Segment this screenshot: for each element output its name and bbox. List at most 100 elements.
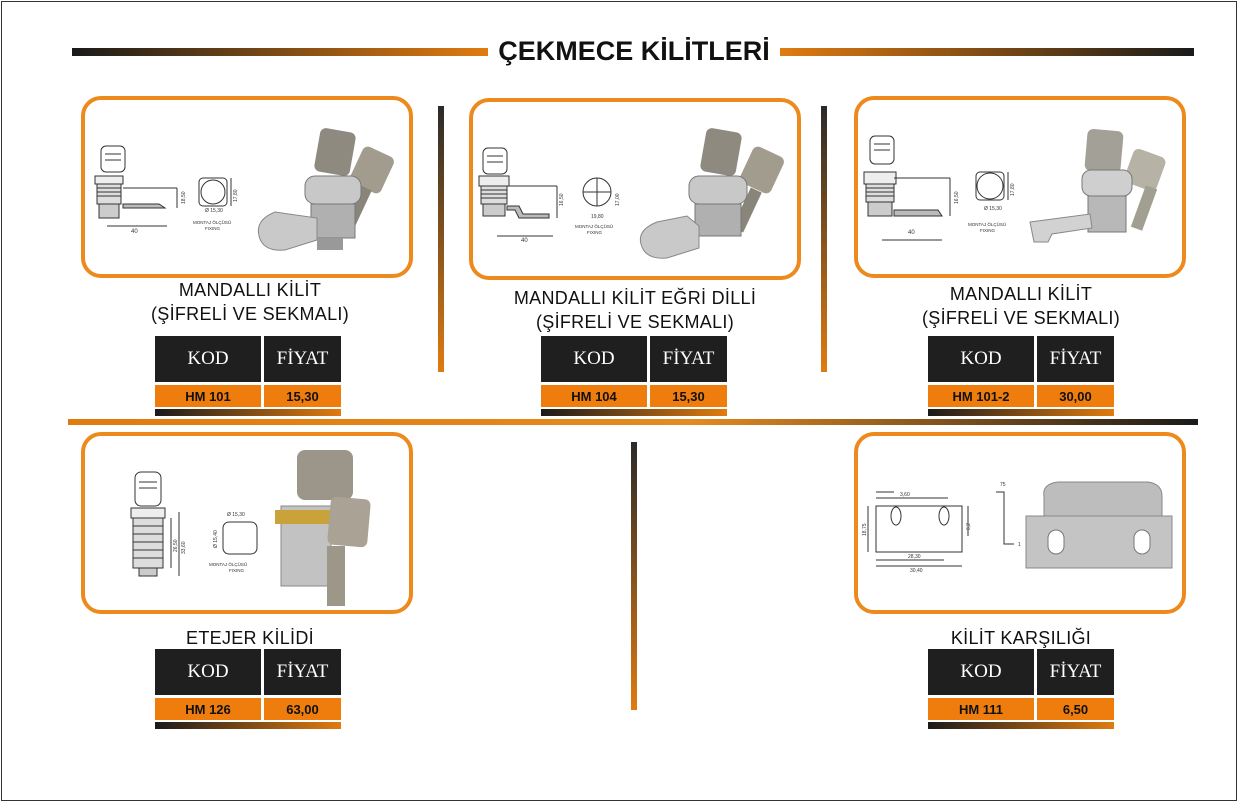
product-drawing-5: 3,60 28,30 30,40 18,75 6,2 75 1 xyxy=(862,481,1173,574)
product-drawing-1: 40 18,50 Ø 15,30 17,80 MONTAJ ÖLÇÜSÜ FIX… xyxy=(94,128,394,251)
shelf-lock-photo xyxy=(275,450,371,606)
svg-text:26,50: 26,50 xyxy=(173,539,179,552)
product-name-2: MANDALLI KİLİT EĞRİ DİLLİ (ŞİFRELİ VE SE… xyxy=(480,286,790,334)
product-name-1: MANDALLI KİLİT (ŞİFRELİ VE SEKMALI) xyxy=(110,278,390,326)
kod-header: KOD xyxy=(541,336,647,382)
table-underline xyxy=(155,409,341,416)
svg-text:Ø 15,30: Ø 15,30 xyxy=(984,206,1002,212)
svg-text:40: 40 xyxy=(521,238,528,244)
kod-header: KOD xyxy=(928,649,1034,695)
product-price: 6,50 xyxy=(1037,698,1114,720)
svg-text:3,60: 3,60 xyxy=(900,492,910,498)
product-price: 15,30 xyxy=(264,385,341,407)
svg-text:40: 40 xyxy=(908,230,915,236)
product-name-line1: MANDALLI KİLİT xyxy=(949,284,1093,304)
technical-drawing-icon xyxy=(867,491,1014,567)
price-table-1: KOD FİYAT HM 101 15,30 xyxy=(155,336,341,416)
svg-text:MONTAJ ÖLÇÜSÜ: MONTAJ ÖLÇÜSÜ xyxy=(209,561,247,567)
svg-text:Ø 15,40: Ø 15,40 xyxy=(213,530,219,548)
svg-text:Ø 15,30: Ø 15,30 xyxy=(227,512,245,518)
product-name-line1: MANDALLI KİLİT EĞRİ DİLLİ xyxy=(513,288,757,308)
fiyat-header: FİYAT xyxy=(264,649,341,695)
svg-text:1: 1 xyxy=(1018,542,1021,548)
svg-text:6,2: 6,2 xyxy=(966,523,972,530)
svg-text:28,30: 28,30 xyxy=(908,554,921,560)
product-name-5: KİLİT KARŞILIĞI xyxy=(886,626,1156,650)
fiyat-header: FİYAT xyxy=(264,336,341,382)
technical-drawing-icon xyxy=(94,145,232,227)
technical-drawing-icon xyxy=(478,147,612,237)
title-line-left xyxy=(72,48,488,56)
product-code: HM 101 xyxy=(155,385,261,407)
svg-text:40: 40 xyxy=(131,229,138,235)
svg-text:MONTAJ ÖLÇÜSÜ: MONTAJ ÖLÇÜSÜ xyxy=(968,221,1006,227)
kod-header: KOD xyxy=(155,649,261,695)
svg-text:MONTAJ ÖLÇÜSÜ: MONTAJ ÖLÇÜSÜ xyxy=(193,219,231,225)
product-name-line2: (ŞİFRELİ VE SEKMALI) xyxy=(535,312,735,332)
product-price: 63,00 xyxy=(264,698,341,720)
table-underline xyxy=(928,722,1114,729)
fiyat-header: FİYAT xyxy=(1037,649,1114,695)
price-table-3: KOD FİYAT HM 101-2 30,00 xyxy=(928,336,1114,416)
product-code: HM 126 xyxy=(155,698,261,720)
table-underline xyxy=(541,409,727,416)
fiyat-header: FİYAT xyxy=(650,336,727,382)
vertical-separator-2 xyxy=(821,106,827,372)
kod-header: KOD xyxy=(928,336,1034,382)
product-image-box-5: 3,60 28,30 30,40 18,75 6,2 75 1 xyxy=(854,432,1186,614)
product-code: HM 104 xyxy=(541,385,647,407)
technical-drawing-icon xyxy=(863,135,1009,241)
title-line-right xyxy=(780,48,1194,56)
svg-text:18,50: 18,50 xyxy=(181,191,187,204)
table-underline xyxy=(928,409,1114,416)
product-image-box-4: 26,50 33,60 Ø 15,30 Ø 15,40 MONTAJ ÖLÇÜS… xyxy=(81,432,413,614)
svg-text:30,40: 30,40 xyxy=(910,568,923,574)
svg-text:17,80: 17,80 xyxy=(1010,183,1016,196)
svg-text:Ø 15,30: Ø 15,30 xyxy=(205,208,223,214)
vertical-separator-3 xyxy=(631,442,637,710)
svg-text:16,50: 16,50 xyxy=(559,193,565,206)
product-name-4: ETEJER KİLİDİ xyxy=(110,626,390,650)
svg-text:FIXING: FIXING xyxy=(587,230,603,235)
kod-header: KOD xyxy=(155,336,261,382)
technical-drawing-icon xyxy=(130,471,258,577)
page-title: ÇEKMECE KİLİTLERİ xyxy=(498,36,770,66)
product-name-line1: ETEJER KİLİDİ xyxy=(186,628,314,648)
vertical-separator-1 xyxy=(438,106,444,372)
svg-text:17,80: 17,80 xyxy=(233,189,239,202)
fiyat-header: FİYAT xyxy=(1037,336,1114,382)
product-name-3: MANDALLI KİLİT (ŞİFRELİ VE SEKMALI) xyxy=(876,282,1166,330)
product-image-box-1: 40 18,50 Ø 15,30 17,80 MONTAJ ÖLÇÜSÜ FIX… xyxy=(81,96,413,278)
product-price: 30,00 xyxy=(1037,385,1114,407)
svg-text:FIXING: FIXING xyxy=(205,226,221,231)
svg-text:17,00: 17,00 xyxy=(615,193,621,206)
product-price: 15,30 xyxy=(650,385,727,407)
product-drawing-2: 40 16,50 17,00 19,80 MONTAJ ÖLÇÜSÜ FIXIN… xyxy=(478,128,784,259)
price-table-4: KOD FİYAT HM 126 63,00 xyxy=(155,649,341,729)
price-table-2: KOD FİYAT HM 104 15,30 xyxy=(541,336,727,416)
price-table-5: KOD FİYAT HM 111 6,50 xyxy=(928,649,1114,729)
product-name-line1: MANDALLI KİLİT xyxy=(178,280,322,300)
svg-text:19,80: 19,80 xyxy=(591,214,604,220)
product-name-line2: (ŞİFRELİ VE SEKMALI) xyxy=(150,304,350,324)
product-drawing-4: 26,50 33,60 Ø 15,30 Ø 15,40 MONTAJ ÖLÇÜS… xyxy=(130,450,371,606)
product-image-box-2: 40 16,50 17,00 19,80 MONTAJ ÖLÇÜSÜ FIXIN… xyxy=(469,98,801,280)
product-name-line2: (ŞİFRELİ VE SEKMALI) xyxy=(921,308,1121,328)
svg-text:16,50: 16,50 xyxy=(954,191,960,204)
horizontal-separator xyxy=(68,419,1198,425)
svg-text:FIXING: FIXING xyxy=(229,568,245,573)
product-image-box-3: 40 16,50 Ø 15,30 17,80 MONTAJ ÖLÇÜSÜ FIX… xyxy=(854,96,1186,278)
product-code: HM 101-2 xyxy=(928,385,1034,407)
svg-text:33,60: 33,60 xyxy=(181,541,187,554)
cam-lock-photo xyxy=(257,128,394,251)
product-name-line1: KİLİT KARŞILIĞI xyxy=(950,628,1092,648)
cam-lock-photo xyxy=(1029,129,1166,243)
strike-plate-photo xyxy=(1025,481,1173,569)
title-bar: ÇEKMECE KİLİTLERİ xyxy=(72,36,1194,66)
product-code: HM 111 xyxy=(928,698,1034,720)
table-underline xyxy=(155,722,341,729)
svg-text:75: 75 xyxy=(1000,482,1006,488)
cam-lock-photo xyxy=(639,128,784,259)
svg-text:18,75: 18,75 xyxy=(862,523,868,536)
